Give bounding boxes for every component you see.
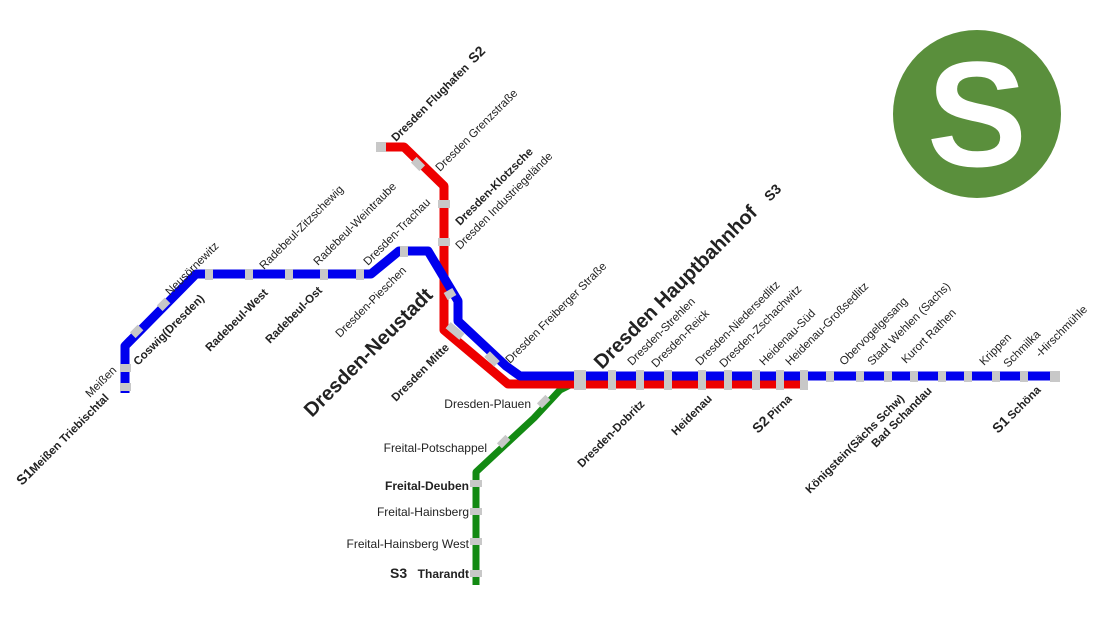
label-dresden-dobritz: Dresden-Dobritz: [576, 398, 648, 470]
logo-letter: S: [927, 30, 1027, 198]
stop-heidenau: [752, 370, 760, 390]
logo-circle: [893, 30, 1061, 198]
label-dresden-industriegelaende: Dresden Industriegelände: [454, 151, 556, 253]
stop-dresden-klotzsche: [438, 200, 450, 208]
label-meissen-triebischtal: Meißen Triebischtal: [28, 392, 112, 476]
stop-heidenau-sued: [776, 370, 784, 390]
stop-radebeul-weintraube: [320, 269, 328, 280]
stop-pirna: [800, 370, 808, 390]
stop-heidenau-grosssedlitz: [826, 371, 834, 382]
label-hirschmuehle: -Hirschmühle: [1034, 304, 1090, 360]
label-dresden-plauen: Dresden-Plauen: [444, 397, 531, 411]
label-radebeul-ost: Radebeul-Ost: [264, 285, 325, 346]
stop-dresden-flughafen: [376, 142, 386, 152]
trunk-labels: Dresden Freiberger Straße Dresden Hauptb…: [504, 181, 1090, 497]
stop-radebeul-zitzschewig: [245, 269, 253, 280]
s3-branch-labels: Dresden-Plauen Freital-Potschappel Freit…: [347, 397, 531, 581]
label-radebeul-zitzschewig: Radebeul-Zitzschewig: [258, 184, 346, 272]
label-heidenau: Heidenau: [670, 393, 715, 438]
stop-freital-potschappel: [496, 434, 511, 449]
stop-stadt-wehlen: [884, 371, 892, 382]
label-freital-hainsberg: Freital-Hainsberg: [377, 505, 469, 519]
s1-track: [120, 246, 1058, 393]
stop-dresden-neustadt: [443, 288, 457, 300]
label-dresden-grenzstrasse: Dresden Grenzstraße: [434, 87, 521, 174]
stop-dresden-plauen: [536, 394, 551, 409]
label-freital-deuben: Freital-Deuben: [385, 479, 469, 493]
label-freital-potschappel: Freital-Potschappel: [384, 441, 487, 455]
label-dresden-freiberger-strasse: Dresden Freiberger Straße: [504, 260, 610, 366]
stop-neusoernewitz: [156, 297, 171, 312]
label-koenigstein: Königstein(Sächs Schw): [804, 393, 907, 496]
label-tharandt: Tharandt: [418, 567, 469, 581]
stop-schmilka: [1020, 371, 1028, 382]
label-pirna: Pirna: [766, 393, 795, 422]
s3-track: [472, 379, 576, 585]
stop-dresden-grenzstrasse: [410, 156, 426, 172]
line-tracks: [120, 142, 1058, 585]
label-s2-airport-code: S2: [465, 43, 489, 67]
s-bahn-logo: S: [893, 30, 1061, 198]
stop-meissen: [120, 364, 131, 372]
label-dresden-mitte: Dresden Mitte: [390, 342, 452, 404]
stop-coswig: [129, 324, 144, 339]
stop-radebeul-ost: [285, 269, 293, 280]
stop-meissen-triebischtal: [120, 383, 131, 391]
stop-dresden-hauptbahnhof: [574, 370, 586, 390]
stop-bad-schandau: [964, 371, 972, 382]
stop-dresden-pieschen: [356, 269, 364, 280]
stop-dresden-zschachwitz: [724, 370, 732, 390]
label-s3-south-code: S3: [390, 565, 407, 581]
s2-track: [378, 142, 805, 389]
label-freital-hainsberg-west: Freital-Hainsberg West: [347, 537, 470, 551]
stop-dresden-mitte: [445, 322, 465, 340]
label-s3-hbf-code: S3: [761, 181, 785, 205]
stop-dresden-strehlen: [608, 370, 616, 390]
stop-freital-hainsberg-west: [470, 538, 482, 545]
stop-schoena: [1050, 371, 1060, 382]
label-radebeul-weintraube: Radebeul-Weintraube: [312, 181, 399, 268]
stop-dresden-freiberger-strasse: [484, 351, 500, 367]
stop-obervogelgesang: [856, 371, 864, 382]
stop-radebeul-west: [205, 269, 213, 280]
stop-dresden-industriegelaende: [438, 238, 450, 246]
stop-freital-hainsberg: [470, 508, 482, 515]
label-schoena: Schöna: [1006, 384, 1044, 422]
stop-koenigstein: [938, 371, 946, 382]
stop-kurort-rathen: [910, 371, 918, 382]
label-dresden-flughafen: Dresden Flughafen: [390, 62, 472, 144]
stop-dresden-niedersedlitz: [698, 370, 706, 390]
stop-dresden-reick: [636, 370, 644, 390]
stop-tharandt: [470, 570, 482, 577]
stop-dresden-trachau: [400, 246, 408, 257]
stop-dresden-dobritz: [664, 370, 672, 390]
stop-freital-deuben: [470, 480, 482, 487]
label-radebeul-west: Radebeul-West: [204, 287, 271, 354]
stop-krippen: [992, 371, 1000, 382]
station-marks: [120, 142, 1060, 577]
